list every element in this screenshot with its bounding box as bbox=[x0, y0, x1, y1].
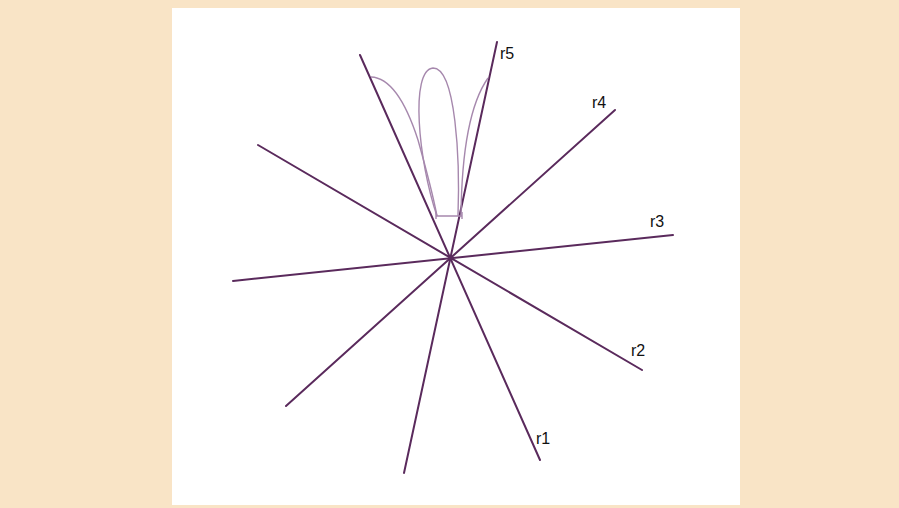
ray-label: r5 bbox=[500, 46, 514, 62]
center-point bbox=[449, 256, 454, 261]
ray-label: r1 bbox=[536, 431, 550, 447]
middle-petal bbox=[419, 68, 459, 216]
line-r4 bbox=[286, 110, 615, 406]
right-petal bbox=[461, 78, 488, 216]
white-panel bbox=[172, 8, 740, 505]
line-r2 bbox=[258, 145, 642, 370]
left-petal bbox=[371, 77, 437, 216]
flower-figure bbox=[371, 68, 488, 219]
line-r5 bbox=[404, 42, 497, 473]
ray-label: r3 bbox=[650, 214, 664, 230]
flower-base bbox=[436, 212, 462, 219]
ray-label: r2 bbox=[631, 343, 645, 359]
ray-label: r4 bbox=[592, 95, 606, 111]
line-r1 bbox=[360, 55, 540, 460]
